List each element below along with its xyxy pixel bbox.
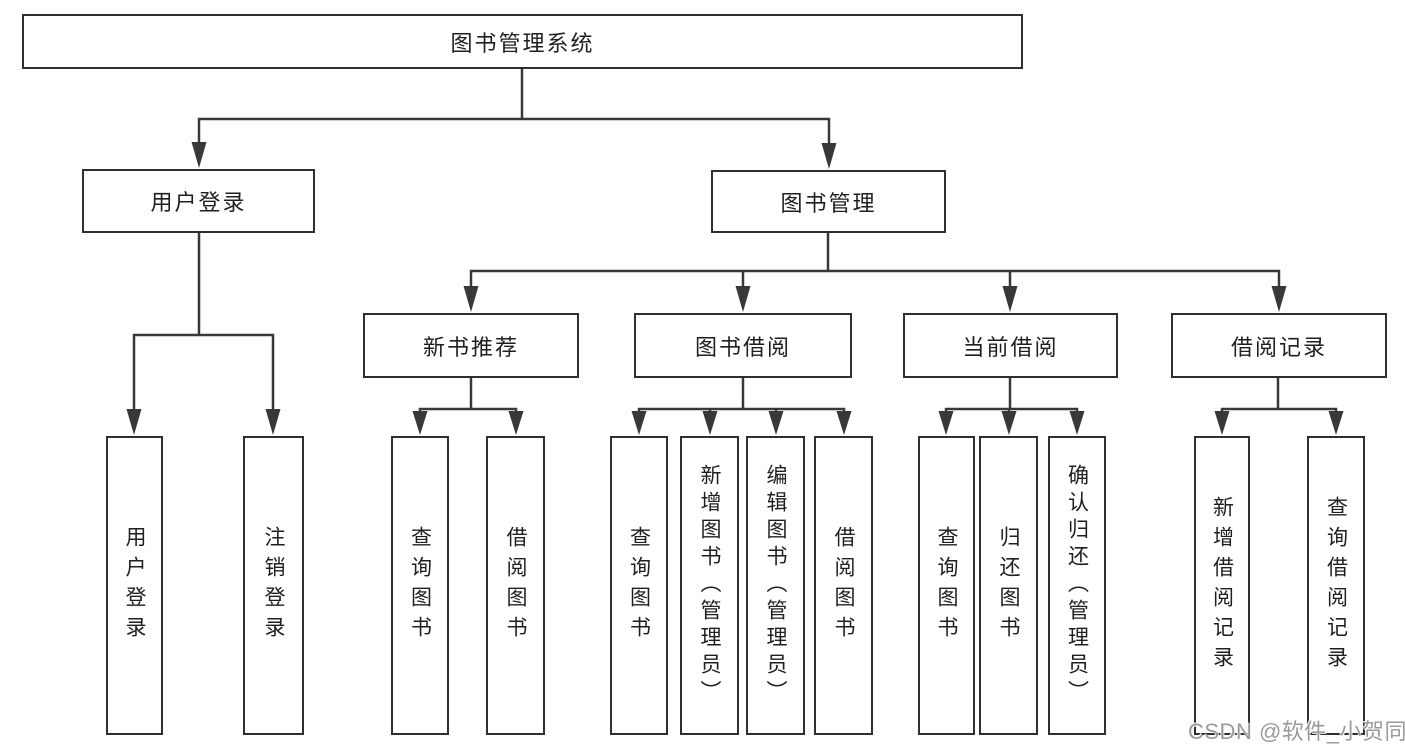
leaf-return-book: 归还图书 (979, 436, 1038, 735)
leaf-borrow-book-1: 借阅图书 (486, 436, 545, 735)
leaf-query-book-1: 查询图书 (391, 436, 449, 735)
leaf-logout: 注销登录 (243, 436, 304, 735)
node-book-management: 图书管理 (711, 170, 946, 233)
node-current-borrow: 当前借阅 (903, 313, 1118, 378)
node-user-login: 用户登录 (82, 169, 315, 233)
leaf-add-borrow-record-label: 新增借阅记录 (1210, 495, 1234, 676)
leaf-query-book-1-label: 查询图书 (408, 525, 432, 646)
leaf-query-book-2: 查询图书 (610, 436, 668, 735)
node-book-borrow: 图书借阅 (634, 313, 852, 378)
leaf-borrow-book-2-label: 借阅图书 (832, 525, 855, 646)
node-new-book-recommend: 新书推荐 (363, 313, 579, 378)
leaf-add-borrow-record: 新增借阅记录 (1194, 436, 1250, 735)
leaf-user-login-label: 用户登录 (123, 525, 146, 646)
node-root: 图书管理系统 (22, 14, 1023, 69)
watermark: CSDN @软件_小贺同学 (1188, 719, 1405, 744)
leaf-edit-book-admin: 编辑图书（管理员） (746, 436, 805, 735)
leaf-edit-book-admin-label: 编辑图书（管理员） (764, 464, 787, 707)
leaf-return-book-label: 归还图书 (997, 525, 1020, 646)
leaf-query-book-3-label: 查询图书 (935, 525, 958, 646)
leaf-user-login: 用户登录 (106, 436, 163, 735)
leaf-query-book-3: 查询图书 (918, 436, 975, 735)
leaf-borrow-book-1-label: 借阅图书 (504, 525, 527, 646)
node-borrow-records: 借阅记录 (1171, 313, 1387, 378)
leaf-query-book-2-label: 查询图书 (627, 525, 651, 646)
leaf-query-borrow-record-label: 查询借阅记录 (1324, 495, 1348, 676)
leaf-confirm-return-admin-label: 确认归还（管理员） (1065, 464, 1089, 707)
leaf-confirm-return-admin: 确认归还（管理员） (1048, 436, 1106, 735)
leaf-add-book-admin-label: 新增图书（管理员） (698, 464, 721, 707)
arrowheads (126, 142, 1344, 435)
leaf-query-borrow-record: 查询借阅记录 (1307, 436, 1365, 735)
leaf-logout-label: 注销登录 (262, 525, 285, 646)
leaf-borrow-book-2: 借阅图书 (814, 436, 873, 735)
leaf-add-book-admin: 新增图书（管理员） (680, 436, 739, 735)
